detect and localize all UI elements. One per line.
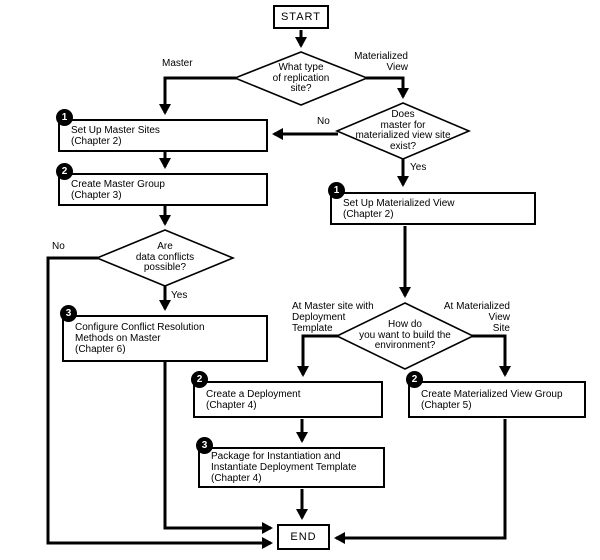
edge-type-master [159, 76, 236, 115]
edge-configure-to-end [163, 362, 273, 534]
node-package-instantiate: Package for Instantiation and Instantiat… [198, 447, 385, 488]
edge-label-at-mv-site: At Materialized View Site [443, 301, 510, 334]
edge-type-mv [366, 76, 409, 99]
decision-master-exists-shape [334, 102, 472, 160]
node-configure-conflict-resolution: Configure Conflict Resolution Methods on… [62, 315, 268, 362]
step-badge-create-mv-group: 2 [406, 371, 423, 388]
edge-conflicts-no-to-end [46, 256, 273, 549]
edge-label-master: Master [162, 58, 193, 69]
node-create-master-group: Create Master Group (Chapter 3) [58, 173, 268, 206]
edge-label-yes-master-exists: Yes [410, 162, 427, 173]
start-node: START [273, 5, 329, 29]
step-badge-create-master-group: 2 [56, 163, 73, 180]
edge-label-yes-conflicts: Yes [171, 290, 188, 301]
decision-conflicts-label: Are data conflicts possible? [135, 241, 195, 273]
edge-mvgroup-to-end [334, 419, 507, 544]
step-badge-package: 3 [196, 437, 213, 454]
step-badge-setup-master: 1 [56, 109, 73, 126]
step-badge-configure-conflict: 3 [60, 305, 77, 322]
edge-label-materialized-view: Materialized View [354, 51, 408, 73]
node-setup-master-sites: Set Up Master Sites (Chapter 2) [58, 119, 268, 152]
decision-master-exists-label: Does master for materialized view site e… [355, 109, 451, 152]
node-setup-materialized-view: Set Up Materialized View (Chapter 2) [330, 192, 536, 225]
edge-label-no-conflicts: No [52, 241, 65, 252]
edge-build-left [297, 334, 338, 377]
decision-conflicts-shape [94, 229, 236, 287]
edge-label-at-master-site: At Master site with Deployment Template [292, 301, 374, 334]
edge-build-right [472, 334, 511, 377]
decision-type-shape [232, 51, 370, 106]
decision-build-shape [335, 302, 475, 370]
decision-build-label: How do you want to build the environment… [359, 319, 451, 351]
step-badge-create-deployment: 2 [191, 371, 208, 388]
node-create-deployment: Create a Deployment (Chapter 4) [193, 381, 383, 418]
edge-label-no-master-exists: No [317, 116, 330, 127]
node-create-mv-group: Create Materialized View Group (Chapter … [408, 381, 586, 418]
decision-type-label: What type of replication site? [272, 62, 330, 94]
step-badge-setup-mv: 1 [328, 182, 345, 199]
end-node: END [277, 524, 330, 550]
